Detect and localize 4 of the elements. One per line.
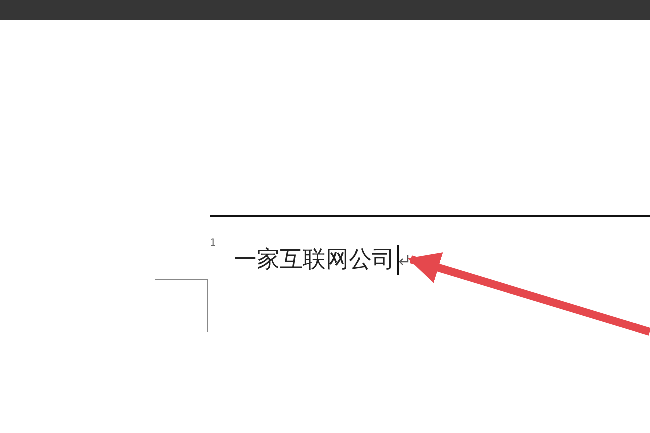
- arrow: [408, 252, 650, 336]
- window-title-bar: [0, 0, 650, 20]
- footnote-number: 1: [210, 238, 216, 249]
- footnote-text: 一家互联网公司: [234, 246, 395, 275]
